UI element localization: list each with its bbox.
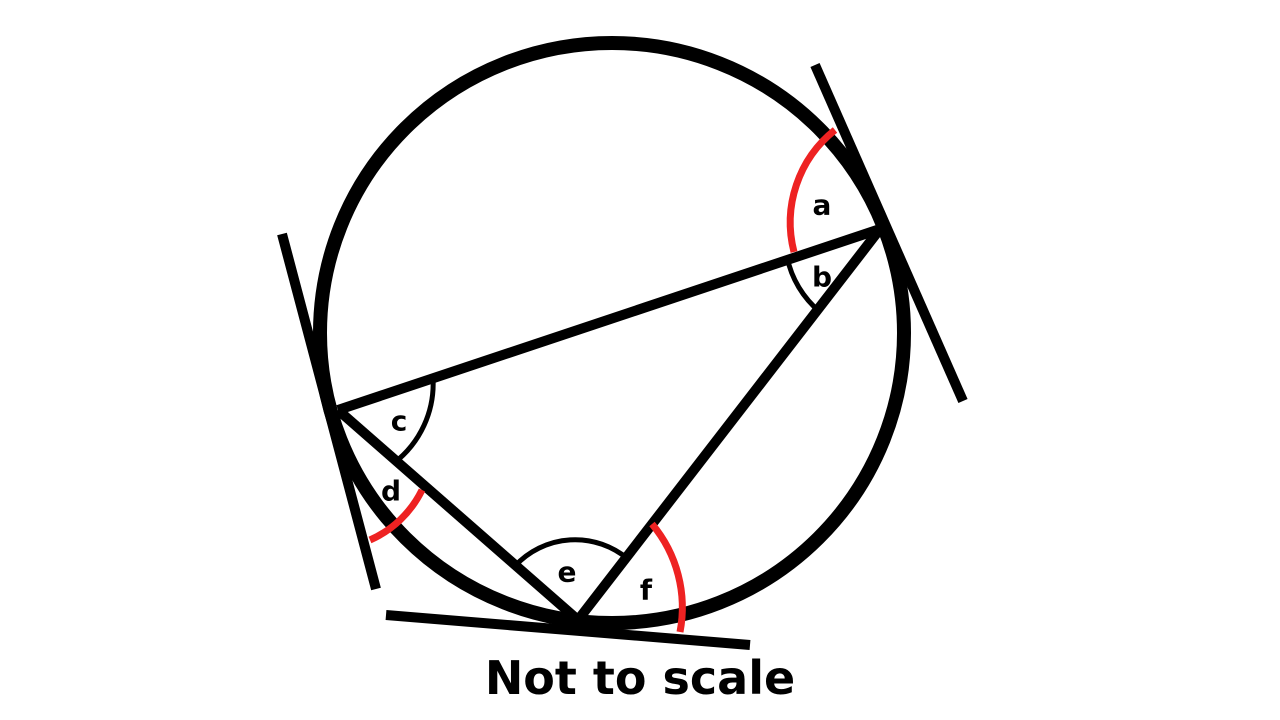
tangent-line-right [810, 62, 968, 404]
angle-label-d: d [381, 475, 401, 508]
angle-label-b: b [812, 261, 832, 294]
angle-arc-a [786, 127, 838, 253]
angle-label-f: f [640, 574, 653, 607]
tangent-line-bottom [385, 610, 751, 650]
chord-left-right [336, 224, 882, 415]
angle-label-c: c [391, 405, 408, 438]
angle-arc-e [513, 537, 630, 568]
angle-arc-b [784, 256, 822, 314]
caption: Not to scale [484, 651, 796, 705]
tangent-line-left [277, 232, 381, 591]
chord-left-bottom [334, 406, 582, 624]
angle-label-a: a [813, 189, 832, 222]
angle-arc-f [649, 521, 686, 633]
chord-bottom-right [574, 225, 884, 624]
angle-arc-d [368, 488, 426, 544]
angle-arc-c [392, 377, 436, 465]
circle [313, 36, 911, 630]
angle-label-e: e [558, 556, 577, 589]
